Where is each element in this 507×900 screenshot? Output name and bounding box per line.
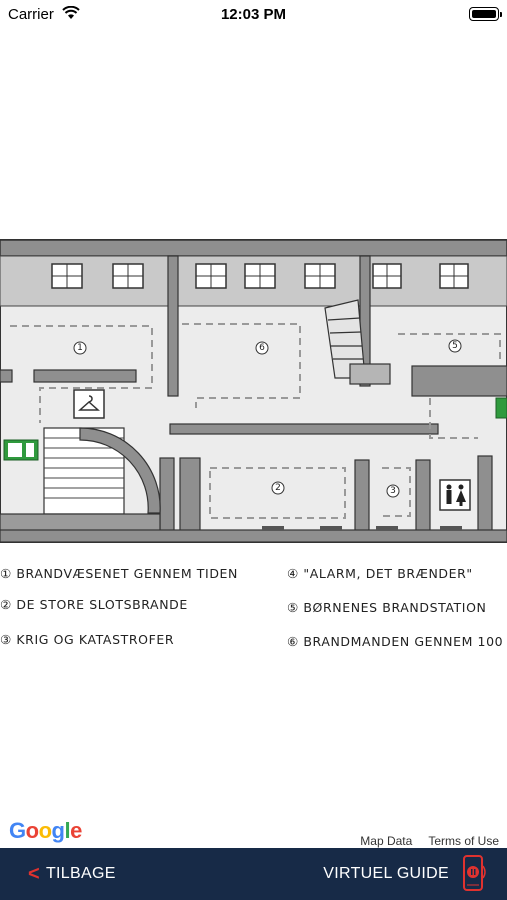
legend-item-1: ① BRANDVÆSENET GENNEM TIDEN xyxy=(0,566,238,581)
virtual-guide-label: VIRTUEL GUIDE xyxy=(323,865,449,882)
map-view[interactable]: 1 2 3 6 5 xyxy=(0,28,507,848)
room-label-2: 2 xyxy=(275,483,281,493)
legend-item-5: ⑤ BØRNENES BRANDSTATION xyxy=(287,600,486,615)
room-label-6: 6 xyxy=(259,343,265,353)
legend-item-2: ② DE STORE SLOTSBRANDE xyxy=(0,597,188,612)
google-logo: Google xyxy=(9,818,82,843)
phone-audio-guide-icon[interactable] xyxy=(461,854,489,894)
carrier-label: Carrier xyxy=(8,6,54,23)
cloakroom-icon[interactable] xyxy=(73,389,105,419)
legend-item-3: ③ KRIG OG KATASTROFER xyxy=(0,632,174,647)
back-button[interactable]: < TILBAGE xyxy=(28,862,116,886)
chevron-left-icon: < xyxy=(28,863,40,885)
restroom-icon[interactable] xyxy=(439,479,471,511)
emergency-exit-sign-right[interactable] xyxy=(495,397,507,419)
terms-of-use-link[interactable]: Terms of Use xyxy=(428,834,499,848)
room-label-3: 3 xyxy=(390,486,396,496)
battery-icon xyxy=(469,7,502,21)
map-data-link[interactable]: Map Data xyxy=(360,834,413,848)
legend-item-6: ⑥ BRANDMANDEN GENNEM 100 Å xyxy=(287,634,507,649)
back-button-label: TILBAGE xyxy=(45,865,116,882)
clock: 12:03 PM xyxy=(220,6,287,23)
bottom-navigation-bar: < TILBAGE VIRTUEL GUIDE xyxy=(0,848,507,900)
map-attribution: Map Data Terms of Use xyxy=(360,834,499,848)
room-label-1: 1 xyxy=(77,343,83,353)
emergency-exit-sign-left[interactable] xyxy=(3,439,39,461)
virtual-guide-button[interactable]: VIRTUEL GUIDE xyxy=(323,862,449,886)
legend-item-4: ④ "ALARM, DET BRÆNDER" xyxy=(287,566,473,581)
status-bar: Carrier 12:03 PM xyxy=(0,0,507,28)
wifi-icon xyxy=(62,6,80,19)
room-label-5: 5 xyxy=(452,341,458,351)
floor-plan[interactable]: 1 2 3 6 5 xyxy=(0,238,507,668)
